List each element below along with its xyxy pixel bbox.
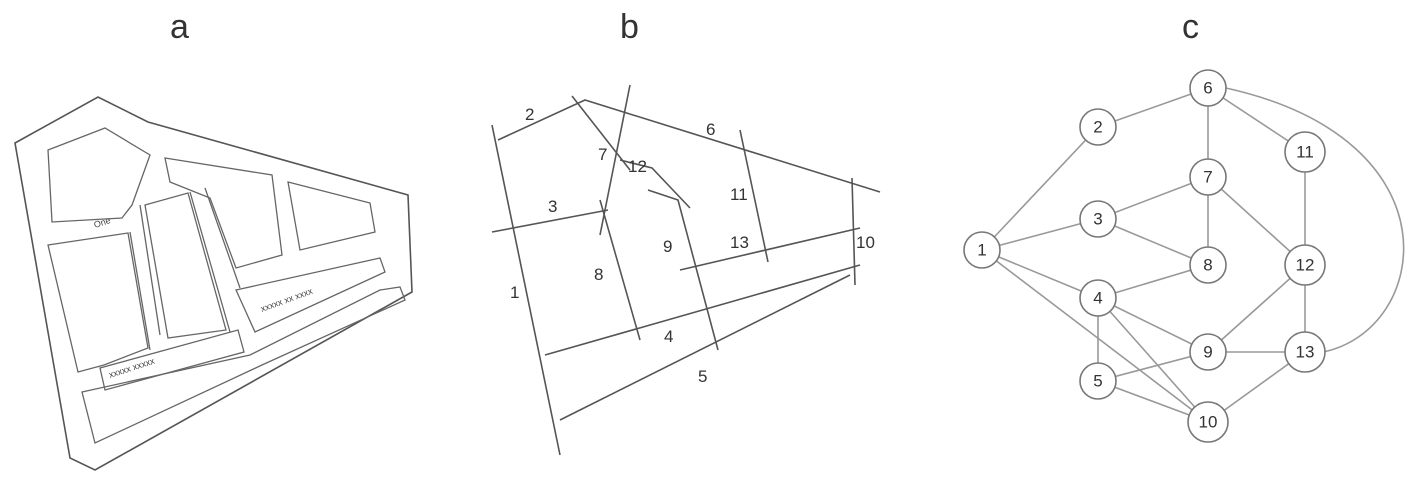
street-segment — [491, 209, 609, 233]
graph-node: 12 — [1284, 244, 1326, 286]
street-segment — [497, 99, 881, 193]
map-block — [47, 232, 149, 373]
street-segment — [619, 159, 691, 209]
graph-node: 6 — [1189, 69, 1227, 107]
graph-node: 7 — [1189, 158, 1227, 196]
graph-node-label: 7 — [1203, 168, 1212, 187]
map-block — [47, 127, 151, 223]
graph-node-circle — [1284, 131, 1326, 173]
panel-c-letter: c — [1182, 8, 1199, 46]
graph-node-label: 6 — [1203, 79, 1212, 98]
graph-node: 11 — [1284, 131, 1326, 173]
graph-edge — [1097, 297, 1209, 423]
graph-node-circle — [1079, 362, 1117, 400]
street-segment — [559, 274, 851, 421]
panel-a-letter: a — [170, 8, 189, 46]
graph-node-circle — [1079, 279, 1117, 317]
panel-b-letter: b — [620, 8, 639, 46]
graph-edge — [1097, 218, 1209, 266]
graph-node-label: 11 — [1296, 143, 1314, 162]
graph-node: 4 — [1079, 279, 1117, 317]
map-block — [81, 286, 406, 444]
segment-label: 7 — [598, 145, 607, 164]
graph-node-label: 12 — [1296, 256, 1315, 275]
map-block — [235, 257, 386, 333]
segment-label: 5 — [698, 367, 707, 386]
street-segment — [544, 264, 861, 356]
graph-node: 5 — [1079, 362, 1117, 400]
street-segment — [599, 199, 641, 341]
segment-label: 4 — [664, 327, 673, 346]
graph-edge — [981, 126, 1099, 251]
graph-edge — [1097, 264, 1209, 299]
graph-edge — [1097, 87, 1209, 128]
graph-node: 1 — [963, 231, 1001, 269]
graph-node: 2 — [1079, 108, 1117, 146]
street-label: One — [93, 215, 112, 230]
graph-node-label: 2 — [1093, 118, 1102, 137]
map-street-line — [129, 187, 241, 351]
graph-node: 10 — [1187, 401, 1229, 443]
graph-edge — [981, 249, 1209, 423]
graph-node-label: 9 — [1203, 343, 1212, 362]
map-block — [164, 157, 283, 269]
map-block — [99, 329, 245, 391]
graph-node-label: 8 — [1203, 256, 1212, 275]
segment-label: 13 — [730, 233, 749, 252]
segment-label: 6 — [706, 120, 715, 139]
segment-label: 12 — [628, 157, 647, 176]
graph-node-circle — [1284, 244, 1326, 286]
map-block — [287, 181, 376, 251]
graph-node-label: 3 — [1093, 210, 1102, 229]
graph-edge — [1097, 351, 1209, 382]
graph-node-circle — [963, 231, 1001, 269]
street-label: xxxxx xx xxxx — [259, 286, 314, 314]
graph-node-circle — [1187, 401, 1229, 443]
graph-node: 8 — [1189, 246, 1227, 284]
graph-edge — [1207, 264, 1306, 353]
graph-node: 9 — [1189, 333, 1227, 371]
graph-node-circle — [1079, 200, 1117, 238]
graph-node: 13 — [1284, 331, 1326, 373]
panel-c-edges — [981, 87, 1405, 423]
segment-label: 3 — [548, 197, 557, 216]
map-block — [144, 192, 227, 339]
graph-node-label: 10 — [1199, 413, 1218, 432]
graph-node-circle — [1189, 69, 1227, 107]
graph-node-circle — [1189, 333, 1227, 371]
graph-node-circle — [1284, 331, 1326, 373]
segment-label: 10 — [856, 233, 875, 252]
graph-node-label: 1 — [977, 241, 986, 260]
graph-node-circle — [1189, 246, 1227, 284]
segment-label: 9 — [663, 237, 672, 256]
graph-node-label: 13 — [1296, 343, 1315, 362]
graph-node: 3 — [1079, 200, 1117, 238]
street-segment — [679, 227, 861, 271]
graph-edge — [1097, 176, 1209, 220]
graph-edge — [981, 249, 1099, 299]
street-segment — [571, 95, 631, 171]
graph-node-circle — [1079, 108, 1117, 146]
graph-edge — [1225, 87, 1405, 353]
street-segment — [647, 189, 719, 351]
graph-edge — [1097, 297, 1209, 353]
street-segment — [491, 124, 561, 456]
graph-node-circle — [1189, 158, 1227, 196]
segment-label: 2 — [525, 105, 534, 124]
segment-label: 1 — [510, 283, 519, 302]
graph-node-label: 5 — [1093, 372, 1102, 391]
panel-a-map: One xxxxx xxxxx xxxxx xx xxxx — [14, 96, 413, 471]
map-outer-boundary — [14, 96, 413, 471]
street-segment — [739, 129, 769, 263]
street-segment — [851, 177, 856, 286]
segment-label: 11 — [730, 185, 748, 204]
graph-edge — [981, 218, 1099, 251]
graph-edge — [1207, 176, 1306, 266]
segment-label: 8 — [594, 265, 603, 284]
panel-b-network: 1 2 3 4 5 6 7 8 9 10 11 12 13 — [491, 84, 881, 456]
graph-node-label: 4 — [1093, 289, 1102, 308]
